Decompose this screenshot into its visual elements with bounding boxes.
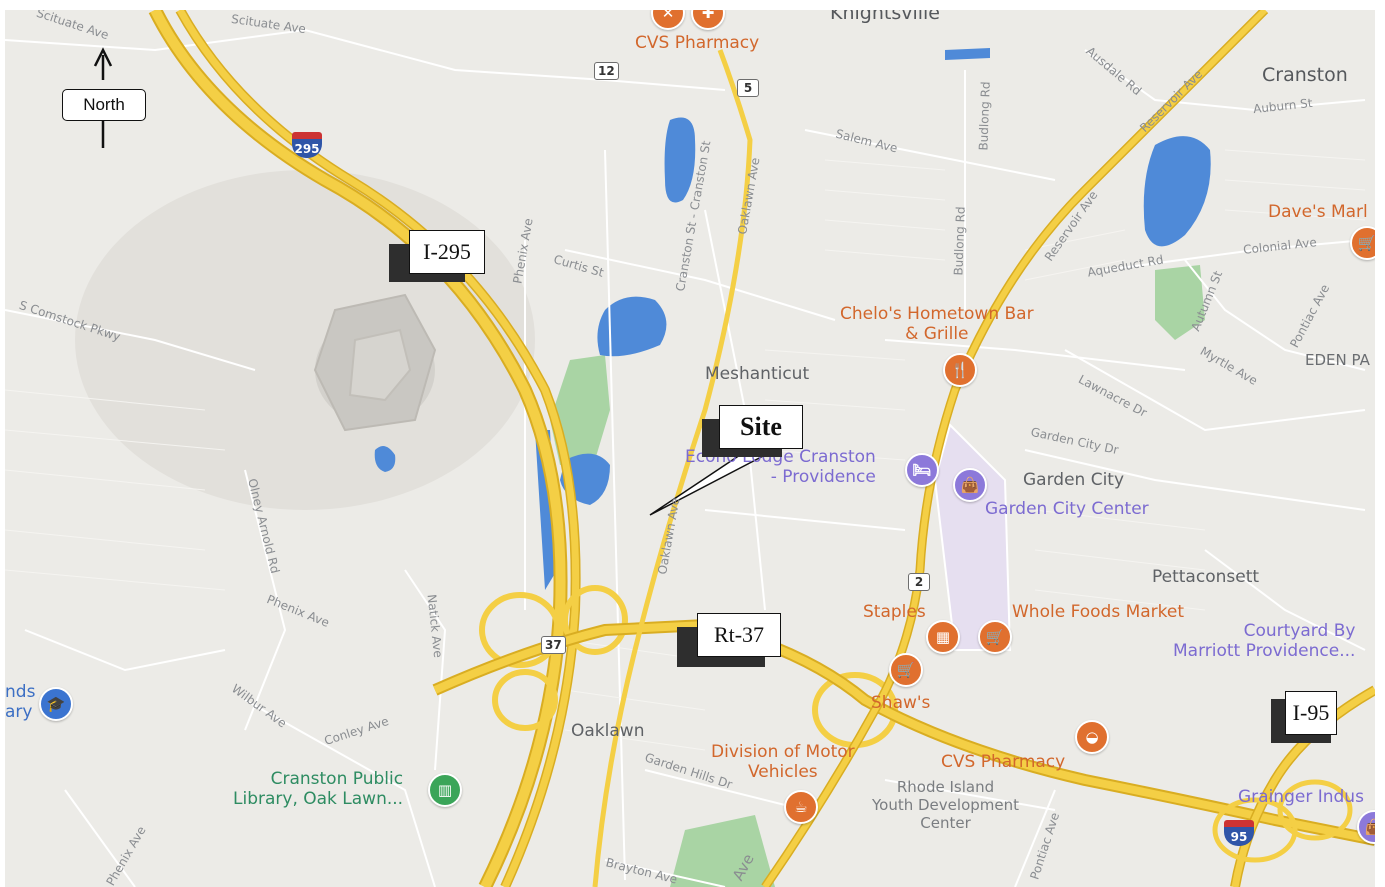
poi-label-daves-marketplace[interactable]: Dave's Marl [1268,202,1368,222]
pond [945,48,990,60]
poi-label-chelos[interactable]: Chelo's Hometown Bar & Grille [840,304,1034,345]
callout-label: Site [719,405,803,449]
place-label-meshanticut: Meshanticut [705,364,810,384]
park-area [1155,265,1205,340]
food-bowl-pin-icon[interactable]: ◒ [1075,720,1109,754]
poi-label-shaws[interactable]: Shaw's [871,693,931,713]
poi-label-dmv[interactable]: Division of Motor Vehicles [711,742,855,783]
north-indicator: North [62,89,146,121]
poi-label-courtyard-marriott[interactable]: Courtyard By Marriott Providence... [1173,621,1356,662]
callout-label: Rt-37 [697,613,781,657]
pond [664,117,696,203]
book-pin-icon[interactable]: ▥ [428,773,462,807]
shopping-cart-pin-icon[interactable]: 🛒 [978,620,1012,654]
place-label-cranston: Cranston [1262,64,1348,86]
poi-label-garden-city-center[interactable]: Garden City Center [985,499,1149,519]
i295-highway-lane-fill [176,10,580,887]
reservoir [1143,136,1211,247]
terrain-hill [75,170,535,510]
route-shield-icon: 2 [908,573,930,591]
oaklawn-ave-road [592,49,753,887]
reservoir-ave-road-fill [762,10,1268,887]
pond [597,296,667,357]
poi-label-grainger[interactable]: Grainger Indus [1238,787,1364,807]
poi-label-cvs-pharmacy[interactable]: CVS Pharmacy [635,33,760,53]
route-shield-icon: 5 [737,79,759,97]
poi-label-staples[interactable]: Staples [863,602,926,622]
coffee-cup-pin-icon[interactable]: ☕ [784,790,818,824]
restaurant-pin-icon[interactable]: ✕ [651,10,685,30]
poi-label-cranston-public-library[interactable]: Cranston Public Library, Oak Lawn... [233,769,404,810]
store-pin-icon[interactable]: ▦ [926,620,960,654]
poi-label-ri-youth-center[interactable]: Rhode Island Youth Development Center [872,778,1019,832]
street-grid [5,28,1366,887]
place-label-oaklawn: Oaklawn [571,721,645,741]
place-label-knightsville: Knightsville [830,10,941,24]
poi-label-whole-foods[interactable]: Whole Foods Market [1012,602,1185,622]
route-shield-icon: 12 [594,62,619,80]
quarry-inner [348,328,412,402]
i95-highway-fill [1231,686,1375,887]
residential-grid [5,149,1366,751]
pond [374,446,396,472]
park-area [670,815,775,887]
mall-area [933,423,1012,651]
place-label-eden-park: EDEN PA [1305,351,1370,369]
street-label-budlong-rd: Budlong Rd [976,81,993,151]
interstate-shield-icon: 95 [1224,820,1254,846]
interchange-i95 [1212,779,1353,863]
shopping-cart-pin-icon[interactable]: 🛒 [1350,226,1375,260]
interstate-shield-icon: 295 [292,132,322,158]
i295-highway-fill [150,10,566,887]
callout-label: I-95 [1285,691,1337,735]
map-view[interactable]: Scituate Ave Scituate Ave S Comstock Pkw… [5,10,1375,887]
callout-label: I-295 [409,230,485,274]
place-label-garden-city: Garden City [1023,470,1125,490]
north-arrow-head [93,47,113,67]
restaurant-pin-icon[interactable]: 🍴 [943,353,977,387]
route-shield-icon: 37 [541,636,566,654]
place-label-pettaconsett: Pettaconsett [1152,567,1260,587]
poi-label-library-left[interactable]: nds ary [5,682,36,723]
shopping-bag-pin-icon[interactable]: 👜 [953,468,987,502]
graduation-cap-pin-icon[interactable]: 🎓 [39,687,73,721]
pharmacy-pin-icon[interactable]: ✚ [691,10,725,30]
hotel-pin-icon[interactable]: 🛏 [905,453,939,487]
poi-label-cvs-pharmacy[interactable]: CVS Pharmacy [941,752,1066,772]
shopping-cart-pin-icon[interactable]: 🛒 [889,653,923,687]
street-label-budlong-rd: Budlong Rd [951,206,968,276]
